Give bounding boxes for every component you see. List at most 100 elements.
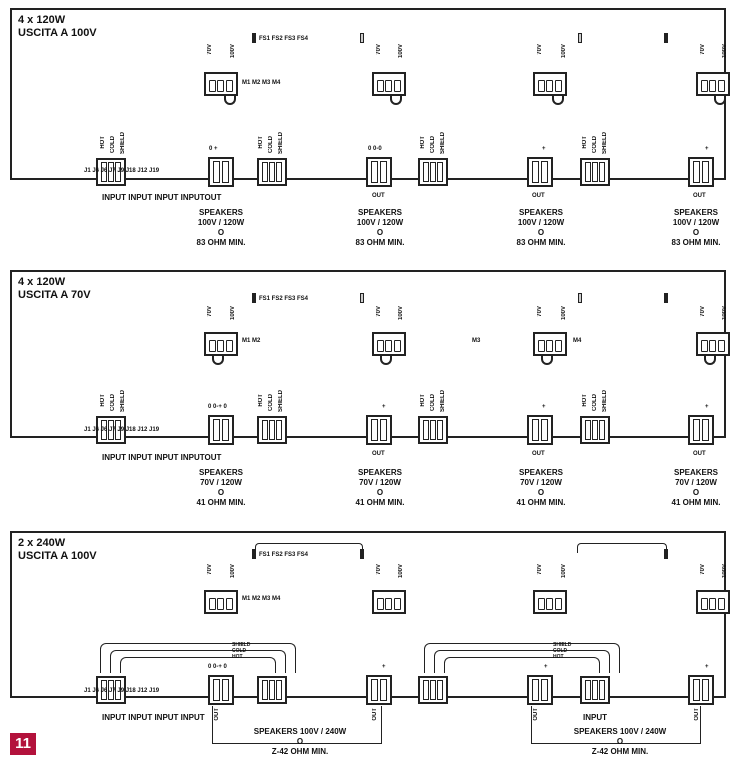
tap-100v-label: 100V <box>398 564 404 579</box>
polarity-label: 0 0-+ 0 <box>208 404 227 410</box>
tap-100v-label: 100V <box>398 306 404 321</box>
link-terminal <box>580 676 610 704</box>
jack-label: J1 J6 J6 J7 J9 J18 J12 J19 <box>84 427 160 433</box>
panel-title: 2 x 240W USCITA A 100V <box>18 537 97 562</box>
out-label: OUT <box>532 451 545 457</box>
speaker-wire <box>531 706 701 744</box>
tap-70v-label: 70V <box>376 564 382 575</box>
module-label: M1 M2 M3 M4 <box>242 596 281 602</box>
out-label: OUT <box>372 193 385 199</box>
jumper-loop <box>224 95 236 105</box>
plus-label: + <box>382 404 386 410</box>
fuse-label: FS1 FS2 FS3 FS4 <box>259 552 309 558</box>
tap-connector-2 <box>372 72 406 96</box>
out-label: OUT <box>532 193 545 199</box>
out-label: OUT <box>693 193 706 199</box>
tap-connector-1 <box>204 72 238 96</box>
tap-70v-label: 70V <box>376 44 382 55</box>
link-terminal <box>418 158 448 186</box>
plus-label: + <box>705 146 709 152</box>
jumper-loop <box>714 95 726 105</box>
tap-connector-2 <box>372 332 406 356</box>
input-terminal <box>96 676 126 704</box>
fuse-icon <box>360 33 364 43</box>
polarity-label: 0 0-+ 0 <box>208 664 227 670</box>
panel-4x120w-100v: 4 x 120W USCITA A 100V <box>10 8 726 178</box>
speaker-spec-1: SPEAKERS 70V / 120W O 41 OHM MIN. <box>196 468 246 507</box>
link-terminal <box>418 416 448 444</box>
module-label: M4 <box>573 338 582 344</box>
link-terminal <box>257 416 287 444</box>
hot-label: HOT <box>100 394 106 407</box>
plus-label: + <box>542 404 546 410</box>
tap-connector-3 <box>533 590 567 614</box>
speaker-output-3 <box>527 415 553 445</box>
input-terminal <box>96 158 126 186</box>
speaker-output-4 <box>688 415 714 445</box>
speaker-output-3 <box>527 675 553 705</box>
tap-connector-4 <box>696 590 730 614</box>
input-row-label: INPUT INPUT INPUT INPUT <box>102 713 205 722</box>
speaker-wire <box>212 706 382 744</box>
shield-label: SHIELD <box>278 132 284 155</box>
speaker-spec-3: SPEAKERS 100V / 120W O 83 OHM MIN. <box>516 208 566 247</box>
cold-label: COLD <box>592 136 598 153</box>
link-wire <box>110 650 286 673</box>
speaker-spec-1: SPEAKERS 100V / 240W O Z-42 OHM MIN. <box>253 727 347 756</box>
jumper-loop <box>380 355 392 365</box>
cold-label: COLD <box>110 394 116 411</box>
tap-100v-label: 100V <box>230 564 236 579</box>
hot-label: HOT <box>420 136 426 149</box>
tap-70v-label: 70V <box>537 564 543 575</box>
tap-70v-label: 70V <box>537 44 543 55</box>
link-wire <box>434 650 610 673</box>
link-wire <box>100 643 296 673</box>
fuse-icon <box>252 549 256 559</box>
tap-100v-label: 100V <box>398 44 404 59</box>
speaker-output-2 <box>366 157 392 187</box>
tap-100v-label: 100V <box>561 306 567 321</box>
fuse-icon <box>252 33 256 43</box>
tap-100v-label: 100V <box>722 564 728 579</box>
input-row-label: INPUT INPUT INPUT INPUTOUT <box>102 193 222 202</box>
out-label: OUT <box>693 451 706 457</box>
bridge-wire <box>577 543 667 553</box>
module-label: M1 M2 <box>242 338 261 344</box>
tap-70v-label: 70V <box>207 306 213 317</box>
tap-70v-label: 70V <box>700 44 706 55</box>
hot-label: HOT <box>258 136 264 149</box>
cold-label: COLD <box>592 394 598 411</box>
plus-label: + <box>542 146 546 152</box>
speaker-output-4 <box>688 675 714 705</box>
hot-label: HOT <box>100 136 106 149</box>
out-label: OUT <box>372 451 385 457</box>
fuse-icon <box>252 293 256 303</box>
tap-connector-3 <box>533 332 567 356</box>
input-row-label: INPUT INPUT INPUT INPUTOUT <box>102 453 222 462</box>
speaker-output-2 <box>366 675 392 705</box>
input-terminal <box>418 676 448 704</box>
fuse-icon <box>578 33 582 43</box>
page-number: 11 <box>10 733 36 755</box>
jumper-loop <box>390 95 402 105</box>
tap-connector-2 <box>372 590 406 614</box>
tap-100v-label: 100V <box>722 44 728 59</box>
tap-100v-label: 100V <box>561 564 567 579</box>
jack-label: J1 J6 J6 J7 J9 J18 J12 J19 <box>84 688 160 694</box>
speaker-spec-4: SPEAKERS 70V / 120W O 41 OHM MIN. <box>671 468 721 507</box>
speaker-spec-2: SPEAKERS 70V / 120W O 41 OHM MIN. <box>355 468 405 507</box>
jumper-loop <box>704 355 716 365</box>
jack-label: J1 J6 J6 J7 J9 J18 J12 J19 <box>84 168 160 174</box>
fuse-label: FS1 FS2 FS3 FS4 <box>259 296 309 302</box>
link-terminal <box>580 416 610 444</box>
tap-100v-label: 100V <box>722 306 728 321</box>
link-terminal <box>580 158 610 186</box>
cold-label: COLD <box>430 136 436 153</box>
tap-connector-1 <box>204 332 238 356</box>
tap-70v-label: 70V <box>376 306 382 317</box>
speaker-output-1 <box>208 675 234 705</box>
hot-label: HOT <box>582 136 588 149</box>
tap-100v-label: 100V <box>561 44 567 59</box>
speaker-spec-1: SPEAKERS 100V / 120W O 83 OHM MIN. <box>196 208 246 247</box>
speaker-spec-4: SPEAKERS 100V / 120W O 83 OHM MIN. <box>671 208 721 247</box>
